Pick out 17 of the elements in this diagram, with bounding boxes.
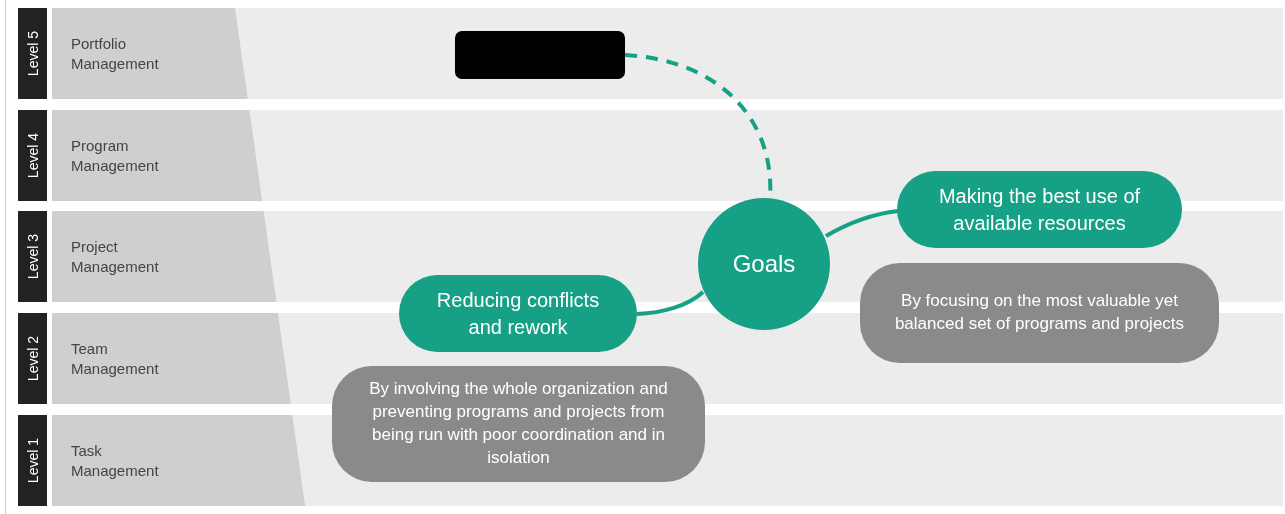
level-name-box: Project Management: [52, 211, 277, 302]
level-bar: Level 5: [18, 8, 47, 99]
goal-pill: Making the best use of available resources: [897, 171, 1182, 248]
connector-line: [825, 209, 899, 238]
explanation-pill: By focusing on the most valuable yet balanced set of programs and projects: [860, 263, 1219, 363]
dark-box: [455, 31, 625, 79]
level-bar: Level 2: [18, 313, 47, 404]
level-name-box: Task Management: [52, 415, 306, 506]
connector-line: [636, 290, 705, 316]
explanation-pill: By involving the whole organization and preventing programs and projects from being run with poor coordination and in isolation: [332, 366, 705, 482]
level-bar: Level 1: [18, 415, 47, 506]
goal-pill: Reducing conflicts and rework: [399, 275, 637, 352]
level-bar: Level 3: [18, 211, 47, 302]
level-name-box: Program Management: [52, 110, 263, 201]
level-name-box: Team Management: [52, 313, 291, 404]
level-name-box: Portfolio Management: [52, 8, 248, 99]
level-bar: Level 4: [18, 110, 47, 201]
